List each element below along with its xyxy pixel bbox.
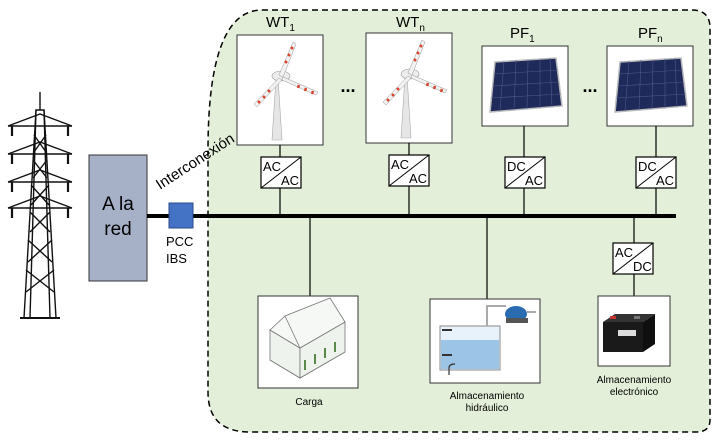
load-label: Carga xyxy=(295,397,323,408)
hydro-label-line1: Almacenamiento xyxy=(450,391,525,402)
svg-text:AC: AC xyxy=(525,173,543,188)
svg-text:AC: AC xyxy=(409,171,427,186)
pf-ellipsis: ... xyxy=(582,76,597,96)
solar-panel-icon xyxy=(614,57,688,113)
solar-panel-icon xyxy=(489,57,563,113)
elec-label-line2: electrónico xyxy=(610,387,659,398)
svg-text:AC: AC xyxy=(615,245,633,260)
converter-pf1: DC AC xyxy=(504,156,546,189)
grid-label-line1: A la xyxy=(102,194,134,215)
svg-text:DC: DC xyxy=(638,159,657,174)
hydro-label-line2: hidráulico xyxy=(466,403,509,414)
wind-turbine-icon xyxy=(253,41,319,141)
greenhouse-icon xyxy=(269,297,346,379)
elec-label-line1: Almacenamiento xyxy=(597,375,672,386)
converter-wt1: AC AC xyxy=(260,156,302,189)
converter-battery: AC DC xyxy=(612,242,654,275)
battery-icon xyxy=(603,314,655,352)
converter-wtn: AC AC xyxy=(388,154,430,187)
svg-text:AC: AC xyxy=(656,173,674,188)
pcc-box xyxy=(168,202,194,229)
wt1-label: WT1 xyxy=(266,14,295,34)
pcc-label: PCC xyxy=(166,234,193,249)
svg-text:AC: AC xyxy=(281,173,299,188)
pfn-label: PFn xyxy=(638,25,663,45)
wt-ellipsis: ... xyxy=(340,76,355,96)
transmission-tower-icon xyxy=(7,92,73,319)
svg-text:DC: DC xyxy=(633,259,652,274)
converter-pfn: DC AC xyxy=(635,156,677,189)
wind-turbine-icon xyxy=(382,39,448,139)
load-links xyxy=(309,216,635,299)
wtn-label: WTn xyxy=(396,14,425,34)
pf1-label: PF1 xyxy=(510,25,535,45)
grid-box xyxy=(88,154,148,282)
grid-label-line2: red xyxy=(104,219,131,240)
ibs-label: IBS xyxy=(166,251,187,266)
generator-links xyxy=(279,126,657,216)
svg-text:AC: AC xyxy=(391,157,409,172)
svg-text:AC: AC xyxy=(263,159,281,174)
svg-text:DC: DC xyxy=(507,159,526,174)
water-tank-pump-icon xyxy=(439,305,536,375)
